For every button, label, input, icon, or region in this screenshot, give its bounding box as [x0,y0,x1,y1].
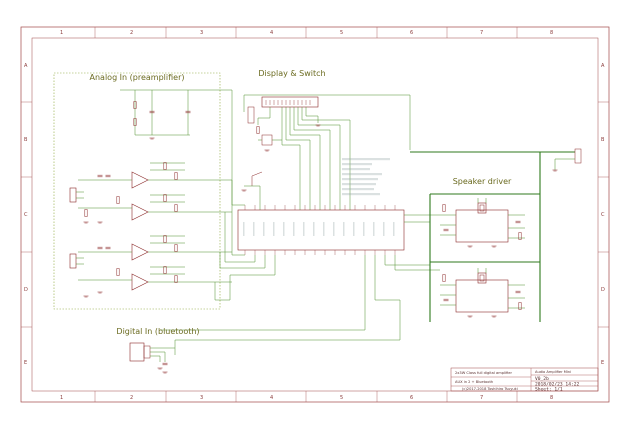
title-version: V0_2b [535,376,549,382]
title-date: 2018/02/23 14:22 [535,382,579,388]
title-block: 2x3W Class full digital amplifier AUX in… [450,367,599,393]
row-label: D [24,287,28,293]
display-transistor [256,126,282,152]
column-label: 6 [410,30,413,36]
column-label: 3 [200,395,203,401]
row-label: C [601,212,605,218]
title-board-name: Audio Amplifier Mini [535,370,571,374]
row-label: B [601,137,605,143]
analog-in-boundary [53,72,221,310]
row-labels-left: A B C D E [24,63,28,366]
display-switch-title: Display & Switch [258,69,325,78]
title-copyright: (c)2017-2018 Toshihiro Tsuyuki [462,387,518,391]
speaker-driver-section: Speaker driver [429,152,541,322]
column-label: 3 [200,30,203,36]
column-label: 4 [270,30,273,36]
row-label: E [601,360,604,366]
sheet-frame [20,26,610,403]
push-switch [241,171,263,210]
config-notes [342,158,390,196]
driver-upper [440,198,525,248]
row-label: A [24,63,28,69]
row-label: E [24,360,27,366]
title-sheet: Sheet: 1/1 [535,387,563,393]
row-label: B [24,137,28,143]
column-label: 6 [410,395,413,401]
usb-connector [143,345,151,359]
title-description-1: 2x3W Class full digital amplifier [455,371,512,375]
analog-in-section: Analog In (preamplifier) [53,72,232,310]
display-switch-section: Display & Switch [241,69,411,210]
column-labels-top: 1 2 3 4 5 6 7 8 [60,30,553,36]
bluetooth-module [129,342,145,362]
column-label: 8 [550,395,553,401]
column-label: 4 [270,395,273,401]
column-label: 1 [60,30,63,36]
digital-in-title: Digital In (bluetooth) [116,327,199,336]
speaker-driver-title: Speaker driver [453,177,512,186]
bias-network [120,89,205,140]
aux-jack-1 [69,187,89,224]
column-label: 5 [340,30,343,36]
power-connector [410,148,582,172]
column-label: 7 [480,395,483,401]
column-label: 1 [60,395,63,401]
opamp-channel-1 [78,162,200,224]
aux-jack-2 [69,253,89,298]
title-description-2: AUX in 2 + Bluetooth [455,380,493,384]
row-label: C [24,212,28,218]
analog-in-title: Analog In (preamplifier) [90,73,185,82]
column-label: 2 [130,30,133,36]
column-label: 5 [340,395,343,401]
row-label: A [601,63,605,69]
column-label: 2 [130,395,133,401]
driver-lower [440,268,525,318]
column-labels-bottom: 1 2 3 4 5 6 7 8 [60,395,553,401]
digital-in-section: Digital In (bluetooth) [116,327,200,374]
column-label: 7 [480,30,483,36]
row-labels-right: A B C D E [601,63,605,366]
row-label: D [601,287,605,293]
column-label: 8 [550,30,553,36]
opamp-channel-2 [78,235,200,294]
